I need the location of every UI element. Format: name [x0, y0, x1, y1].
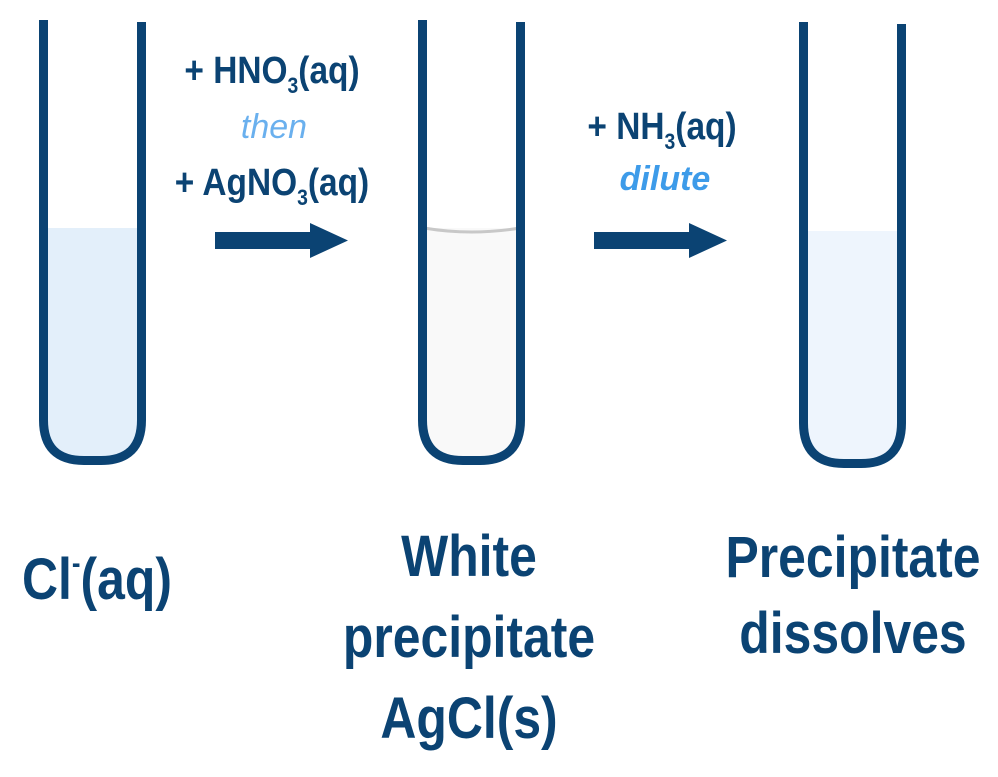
reagent-nitric-acid: + HNO3(aq): [184, 50, 359, 99]
reagent-text: + NH: [587, 106, 665, 148]
reagent-text: + AgNO: [174, 162, 298, 204]
arrow-right-icon: [215, 223, 348, 258]
liquid-chloride: [44, 228, 141, 460]
label-text: (aq): [80, 547, 172, 612]
label-line: Precipitate: [725, 525, 981, 590]
subscript: 3: [664, 129, 676, 154]
label-text: Cl: [22, 547, 72, 612]
reagent-ammonia: + NH3(aq): [587, 106, 736, 155]
test-tube-dissolved: [799, 22, 906, 468]
label-line: White: [401, 524, 537, 589]
tube-outline: [799, 22, 906, 468]
subscript: 3: [287, 73, 299, 98]
label-line: dissolves: [739, 601, 967, 666]
state-symbol: (aq): [675, 106, 737, 148]
test-tube-chloride: [39, 20, 146, 465]
meniscus: [423, 226, 521, 234]
state-symbol: (aq): [307, 162, 370, 204]
state-symbol: (aq): [298, 50, 360, 92]
label-chloride: Cl-(aq): [22, 523, 172, 620]
tube-outline: [418, 20, 525, 465]
superscript: -: [71, 547, 81, 580]
arrow-right-icon: [594, 223, 727, 258]
subscript: 3: [297, 185, 308, 210]
reagent-silver-nitrate: + AgNO3(aq): [175, 162, 369, 211]
test-tube-precipitate: [418, 20, 525, 465]
label-precipitate-dissolves: Precipitate dissolves: [725, 520, 980, 672]
label-white-precipitate: White precipitate AgCl(s): [343, 516, 595, 759]
condition-dilute: dilute: [619, 160, 711, 198]
reagent-text: + HNO: [184, 50, 288, 92]
liquid-precipitate: [423, 228, 520, 460]
label-line: AgCl(s): [380, 686, 558, 751]
label-line: precipitate: [342, 605, 596, 670]
connector-then: then: [240, 108, 308, 146]
tube-outline: [39, 20, 146, 465]
liquid-dissolved: [804, 231, 901, 463]
